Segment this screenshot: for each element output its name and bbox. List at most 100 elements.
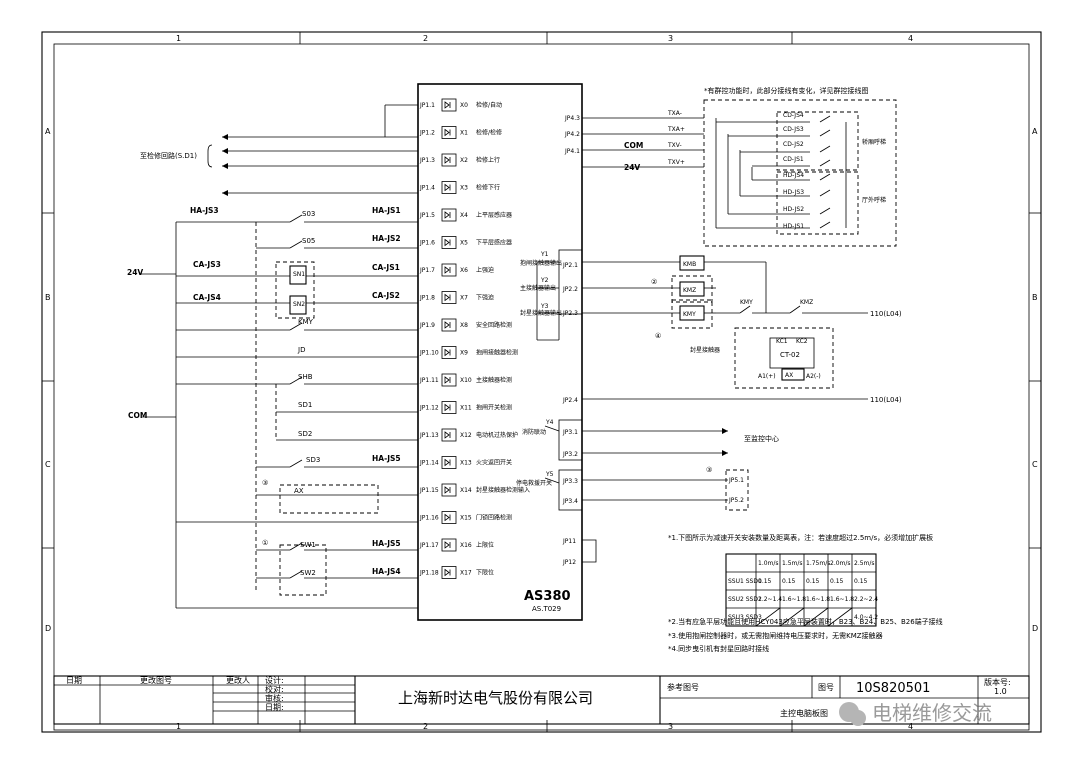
diode-icon	[444, 513, 451, 522]
optocoupler-icon	[441, 401, 457, 414]
optocoupler-icon	[441, 428, 457, 442]
input-description: 检修/检修	[476, 129, 502, 137]
optocoupler-icon	[441, 181, 457, 194]
speed-table-header-cell: 2.5m/s	[854, 560, 875, 567]
input-pin-label: JP1.6	[419, 240, 435, 247]
coil-kmz: KMZ	[683, 287, 696, 294]
pin-jp3-1: JP3.1	[562, 429, 578, 436]
label-sd2: SD2	[298, 430, 312, 438]
input-pin-label: JP1.13	[419, 432, 439, 439]
contact-kmy: KMY	[740, 299, 753, 306]
label-com-right: COM	[624, 141, 643, 150]
label-s05: S05	[302, 237, 315, 245]
input-pin-label: JP1.3	[419, 157, 435, 164]
input-description: 检修/自动	[476, 101, 502, 109]
tb-version: 1.0	[994, 687, 1007, 696]
diode-icon	[444, 486, 451, 494]
input-pin-label: JP1.16	[419, 515, 439, 522]
row-label-a-right: A	[1032, 127, 1038, 136]
pin-jp2-3: JP2.3	[562, 310, 578, 317]
optocoupler-icon	[441, 126, 457, 139]
empty-cell-slash	[755, 607, 781, 627]
speed-table-header-cell: 1.75m/s	[806, 560, 830, 567]
label-a2: A2(-)	[806, 373, 821, 380]
row-label-b: B	[45, 293, 51, 302]
input-pin-label: JP1.14	[419, 460, 439, 467]
diode-icon	[444, 183, 451, 192]
watermark: 电梯维修交流	[839, 701, 992, 726]
circle-3-left: ③	[262, 479, 268, 487]
label-emergency: 停电救援开关	[516, 479, 552, 487]
diode-icon	[444, 266, 451, 274]
input-number-label: X0	[460, 102, 468, 109]
tb-company-name: 上海新时达电气股份有限公司	[398, 689, 593, 707]
input-description: 电动机过热保护	[476, 431, 518, 439]
board-model: AS.T029	[532, 605, 561, 613]
input-description: 火灾返回开关	[476, 459, 512, 467]
label-ct-02: CT-02	[780, 351, 800, 359]
label-fire-link: 消防联动	[522, 428, 546, 436]
diode-icon	[444, 403, 451, 412]
diode-icon	[444, 431, 451, 439]
label-ca-js2: CA-JS2	[372, 291, 400, 300]
circle-3: ③	[706, 466, 712, 474]
note-4: *4.同步曳引机有封星回路时接线	[668, 644, 769, 653]
board-name: AS380	[524, 589, 571, 604]
notes-section: *1.下图所示为减速开关安装数量及距离表，注：若速度超过2.5m/s，必须增加扩…	[668, 533, 943, 653]
col-label-2: 2	[423, 34, 428, 43]
input-description: 下平层感应器	[476, 239, 512, 247]
input-description: 上限位	[476, 541, 494, 549]
diode-icon	[444, 321, 451, 329]
speed-table-header-cell: 1.0m/s	[758, 560, 779, 567]
speed-table-cell: 1.2~1.4	[758, 596, 782, 603]
input-pin-label: JP1.18	[419, 570, 439, 577]
label-ca-js1: CA-JS1	[372, 263, 400, 272]
watermark-text: 电梯维修交流	[872, 701, 992, 725]
label-ha-js4: HA-JS4	[372, 567, 401, 576]
input-number-label: X14	[460, 487, 472, 494]
input-description: 上平层感应器	[476, 211, 512, 219]
label-brake-output: 抱闸接触器输出	[520, 259, 562, 267]
relay-y3: Y3	[540, 303, 549, 310]
label-kc2: KC2	[796, 338, 808, 345]
input-number-label: X1	[460, 130, 468, 137]
row-label-d-right: D	[1032, 624, 1038, 633]
diode-icon	[444, 541, 451, 549]
speed-table-cell: 0.15	[782, 578, 796, 585]
speed-table-cell: 1.6~1.8	[782, 596, 806, 603]
label-ca-js4: CA-JS4	[193, 293, 221, 302]
tb-check-label: 校对:	[265, 684, 284, 694]
label-shb: SHB	[298, 373, 313, 381]
label-sd3: SD3	[306, 456, 320, 464]
input-number-label: X9	[460, 350, 468, 357]
pin-jp5-2: JP5.2	[728, 497, 744, 504]
coil-ax: AX	[785, 372, 793, 379]
board-outline	[417, 83, 583, 621]
input-number-label: X11	[460, 405, 472, 412]
row-label-a: A	[45, 127, 51, 136]
relay-y5: Y5	[545, 471, 554, 478]
label-a1: A1(+)	[758, 373, 776, 380]
label-ks: KMY	[298, 318, 314, 326]
label-hd-js4: HD-JS4	[783, 172, 804, 179]
label-hall-call: 厅外呼梯	[862, 196, 886, 204]
pin-jp3-3: JP3.3	[562, 478, 578, 485]
label-sw1: SW1	[300, 541, 316, 549]
input-description: 上强迫	[476, 266, 494, 274]
input-pin-label: JP1.7	[419, 267, 435, 274]
drawing-frame	[41, 31, 1042, 733]
tb-review-label: 审核:	[265, 693, 284, 703]
optocoupler-icon	[441, 373, 457, 387]
main-board-as380: AS380 AS.T029	[417, 83, 583, 621]
optocoupler-icon	[441, 318, 457, 332]
optocoupler-icon	[441, 456, 457, 469]
input-pin-label: JP1.11	[419, 377, 439, 384]
note-group-control: *有群控功能时，此部分接线有变化，详见群控接线图	[704, 86, 869, 95]
speed-table-cell: 0.15	[854, 578, 868, 585]
